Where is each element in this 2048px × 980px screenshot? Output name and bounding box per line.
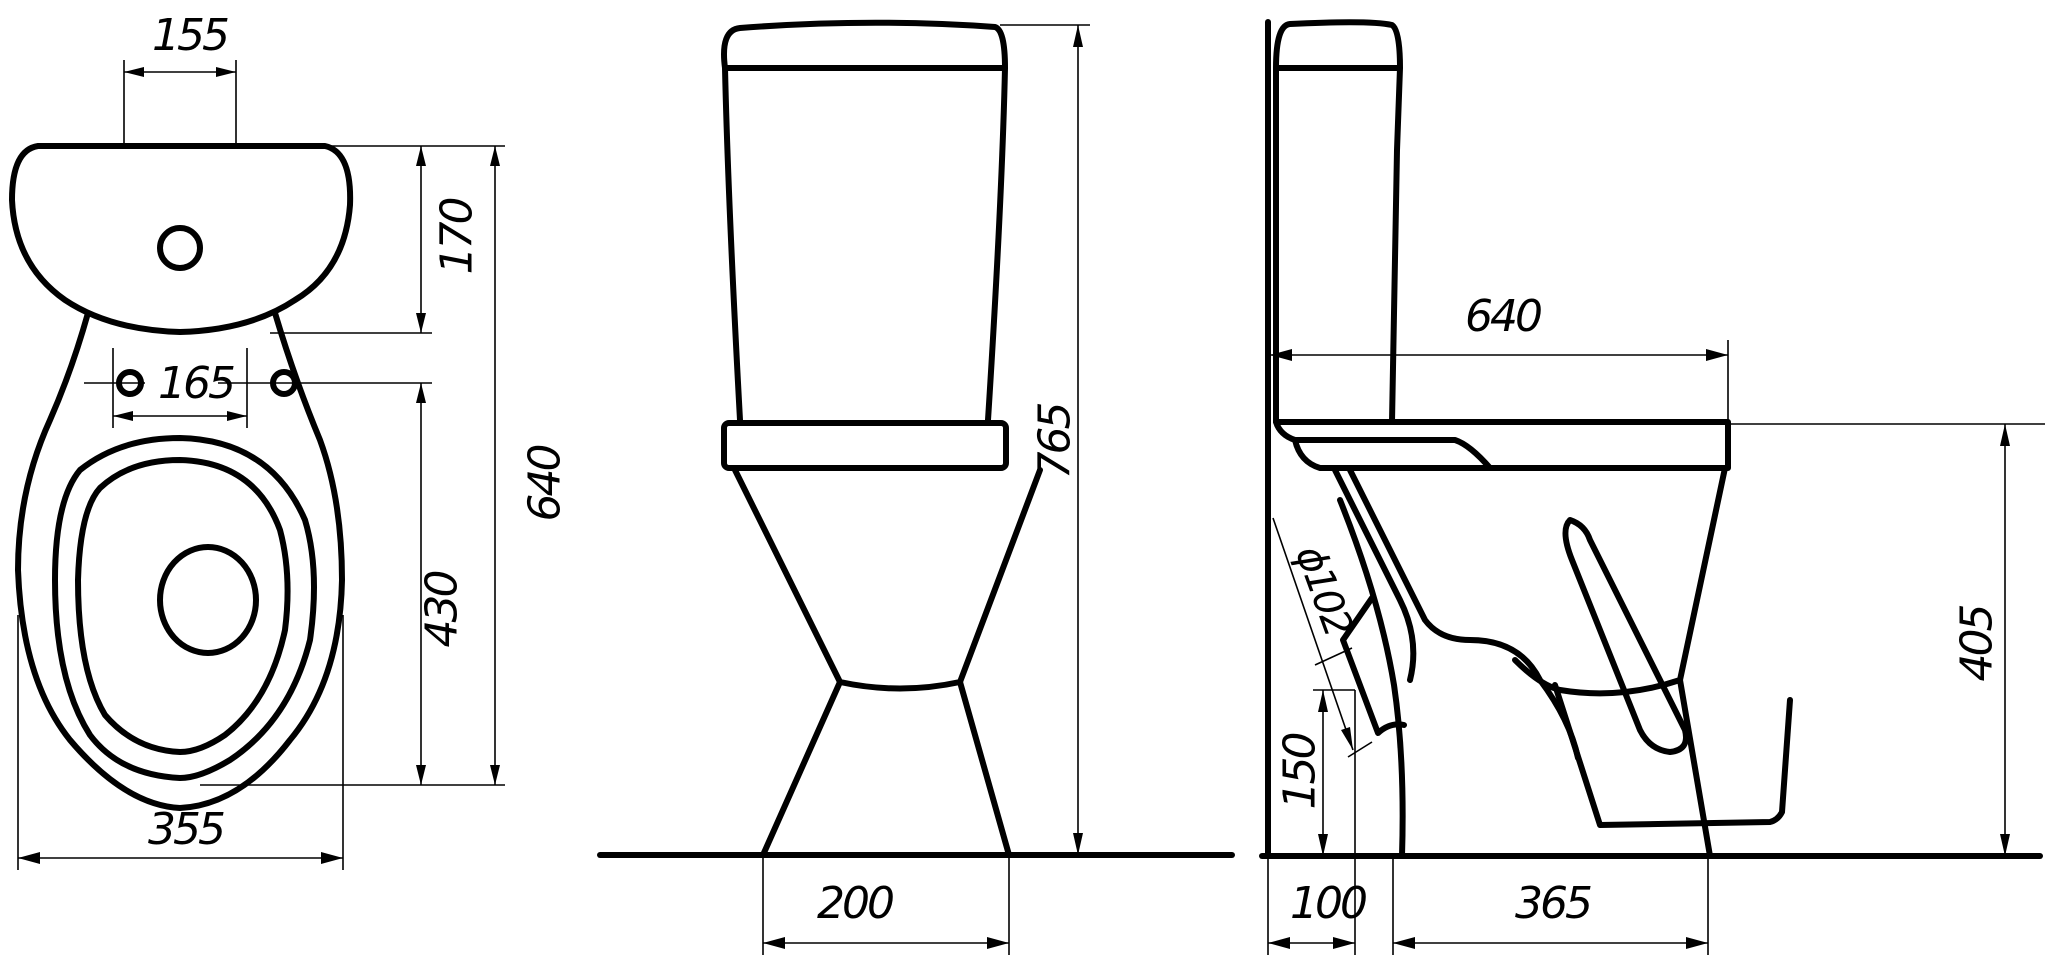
dim-label-640-side: 640 (1465, 291, 1543, 342)
side-outlet-pipe (1340, 595, 1407, 736)
dim-label-365: 365 (1515, 878, 1593, 929)
top-seat-inner (75, 457, 291, 755)
side-trapway (1332, 467, 1581, 859)
top-flush-hole (157, 225, 203, 271)
front-cistern-lid (721, 19, 1008, 71)
side-cistern (1273, 19, 1403, 425)
dim-label-200: 200 (817, 878, 895, 929)
dim-label-170: 170 (431, 199, 483, 275)
dim-label-355: 355 (148, 804, 226, 855)
side-foot (1552, 677, 1793, 859)
top-drain-opening (157, 544, 259, 656)
side-view (1259, 19, 2045, 955)
front-view (597, 19, 1235, 955)
top-cistern-outline (9, 143, 354, 335)
top-view (9, 60, 505, 870)
dim-label-640-top: 640 (519, 446, 571, 522)
dim-label-100: 100 (1290, 878, 1368, 929)
side-rim-channel (1562, 517, 1689, 755)
top-bowl-outline (15, 310, 345, 811)
dim-label-405: 405 (1951, 606, 2003, 682)
front-bowl (732, 467, 1043, 692)
side-seat (1273, 419, 1731, 471)
dim-label-155: 155 (152, 10, 230, 61)
dim-label-165: 165 (158, 358, 236, 409)
dim-label-150: 150 (1274, 734, 1326, 810)
front-cistern-body (722, 65, 1008, 423)
side-bowl (1292, 437, 1728, 697)
dim-label-430: 430 (416, 572, 468, 648)
top-seat-outer (52, 435, 317, 781)
dim-label-765: 765 (1029, 404, 1081, 480)
front-seat (721, 420, 1009, 471)
front-pedestal (760, 679, 1012, 858)
